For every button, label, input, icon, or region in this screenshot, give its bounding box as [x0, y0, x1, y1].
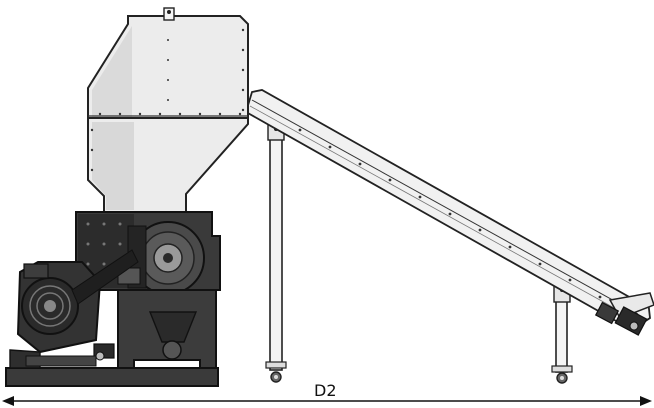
dimension-arrow-icon: [2, 396, 652, 406]
wheel-icon: [556, 372, 568, 384]
dimension-label: D2: [314, 381, 337, 400]
conveyor-icon: [244, 89, 654, 336]
wheel-icon: [270, 371, 282, 383]
base-frame: [5, 349, 219, 387]
conveyor-leg-front: [265, 117, 287, 371]
motor-icon: [16, 249, 139, 354]
shredder-body: [75, 211, 221, 295]
hopper-icon: [87, 7, 249, 213]
conveyor-leg-rear: [551, 281, 573, 373]
